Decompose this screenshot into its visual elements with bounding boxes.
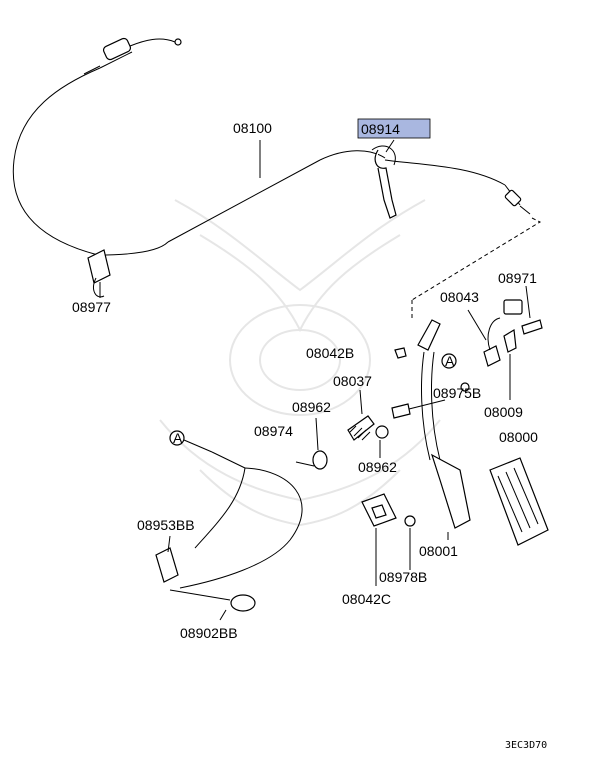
label-08977: 08977 — [72, 299, 111, 315]
bottom-parts — [361, 493, 449, 586]
cable-end-08902bb — [230, 594, 256, 612]
switch-08043 — [483, 345, 501, 367]
bush-08962-left — [312, 450, 328, 470]
label-08971: 08971 — [498, 270, 537, 286]
reference-dashed-lines — [411, 217, 542, 320]
label-08962-lower: 08962 — [358, 459, 397, 475]
cable-clip-08977 — [87, 249, 111, 284]
label-08953bb: 08953BB — [137, 517, 195, 533]
label-08962-upper: 08962 — [292, 399, 331, 415]
switch-group — [467, 285, 543, 400]
label-08000: 08000 — [499, 429, 538, 445]
drawing-code: 3EC3D70 — [505, 740, 547, 751]
label-08037: 08037 — [333, 373, 372, 389]
pedal-lever-top — [417, 319, 441, 351]
screw-08978b — [404, 515, 416, 527]
cable-end-nipple — [504, 189, 522, 207]
callout-circle-a-upper — [441, 353, 457, 369]
callout-circle-a-lower — [169, 430, 185, 446]
label-08042b: 08042B — [306, 345, 354, 361]
label-08043: 08043 — [440, 289, 479, 305]
pedal-arm-assembly: A — [391, 319, 471, 529]
bolt-08971 — [521, 319, 543, 335]
clip-08042b — [394, 347, 407, 359]
spring-08037 — [347, 415, 375, 441]
label-08100: 08100 — [233, 120, 272, 136]
spring-group — [295, 389, 389, 470]
label-08042c: 08042C — [342, 591, 391, 607]
cable-end-eyelet — [174, 38, 182, 46]
label-08902bb: 08902BB — [180, 625, 238, 641]
cable-end-fitting — [102, 37, 132, 61]
bracket-08009 — [503, 329, 517, 353]
label-08009: 08009 — [484, 404, 523, 420]
callout-letter-a-upper: A — [445, 353, 455, 369]
label-08001: 08001 — [419, 543, 458, 559]
accelerator-cable-assembly — [12, 37, 531, 298]
pivot-shaft — [391, 403, 411, 419]
watermark-emblem — [159, 199, 441, 527]
lower-cable-assembly: A — [155, 430, 303, 621]
pedal-pad-08000 — [489, 457, 549, 546]
clip-08953bb — [155, 547, 179, 583]
bush-08975b — [460, 382, 470, 392]
label-08978b: 08978B — [379, 569, 427, 585]
cable-bracket-08914 — [374, 149, 397, 219]
bush-08962-right — [375, 425, 389, 439]
callout-letter-a-lower: A — [173, 430, 183, 446]
highlight-box-08914 — [357, 118, 431, 139]
pedal-arm-08001 — [430, 453, 471, 529]
label-08974: 08974 — [254, 423, 293, 439]
label-08914: 08914 — [361, 121, 400, 137]
connector-08971 — [503, 299, 523, 315]
label-08975b: 08975B — [433, 385, 481, 401]
